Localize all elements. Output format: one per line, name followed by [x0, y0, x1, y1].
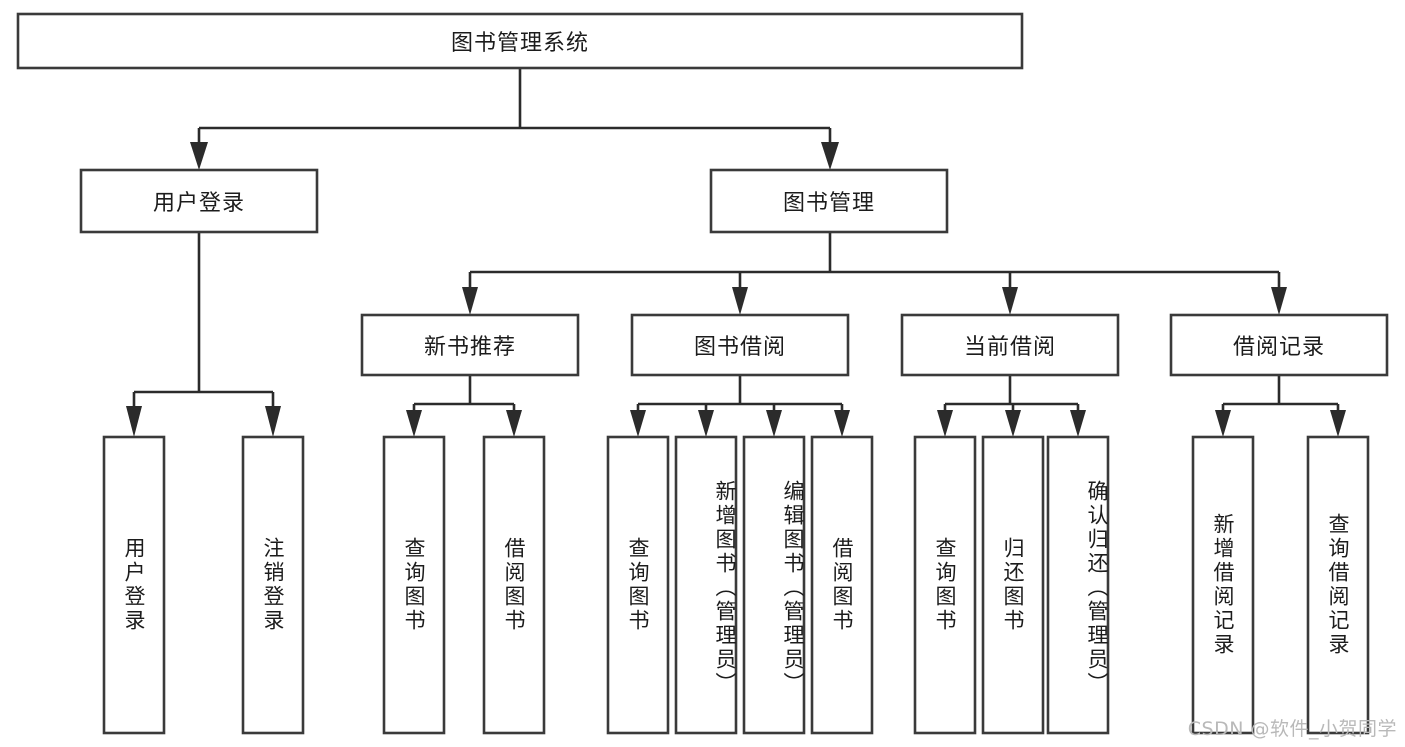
arrow-to-leaf-11: [1070, 410, 1086, 437]
node-leaf-6[interactable]: [674, 435, 738, 735]
arrow-to-newbook: [462, 287, 478, 315]
node-leaf-3[interactable]: [382, 435, 446, 735]
arrow-to-leaf-7: [766, 410, 782, 437]
node-records[interactable]: [1169, 313, 1389, 377]
arrow-to-current: [1002, 287, 1018, 315]
arrow-to-leaf-6: [698, 410, 714, 437]
arrow-to-leaf-2: [265, 406, 281, 437]
arrow-to-bookmgmt: [821, 142, 839, 170]
arrow-to-leaf-9: [937, 410, 953, 437]
node-leaf-5[interactable]: [606, 435, 670, 735]
connector-layer: [126, 68, 1346, 437]
node-leaf-13[interactable]: [1306, 435, 1370, 735]
arrow-to-leaf-8: [834, 410, 850, 437]
node-layer: [16, 12, 1389, 735]
arrow-to-leaf-10: [1005, 410, 1021, 437]
arrow-to-borrow: [732, 287, 748, 315]
node-bookmgmt[interactable]: [709, 168, 949, 234]
arrow-to-login: [190, 142, 208, 170]
node-leaf-10[interactable]: [981, 435, 1045, 735]
arrow-to-leaf-3: [406, 410, 422, 437]
arrow-to-leaf-13: [1330, 410, 1346, 437]
node-root[interactable]: [16, 12, 1024, 70]
node-leaf-7[interactable]: [742, 435, 806, 735]
arrow-to-leaf-5: [630, 410, 646, 437]
node-borrow[interactable]: [630, 313, 850, 377]
node-leaf-4[interactable]: [482, 435, 546, 735]
arrow-to-records: [1271, 287, 1287, 315]
node-leaf-1[interactable]: [102, 435, 166, 735]
node-current[interactable]: [900, 313, 1120, 377]
node-leaf-11[interactable]: [1046, 435, 1110, 735]
arrow-to-leaf-1: [126, 406, 142, 437]
node-leaf-9[interactable]: [913, 435, 977, 735]
arrow-to-leaf-4: [506, 410, 522, 437]
node-leaf-12[interactable]: [1191, 435, 1255, 735]
arrow-to-leaf-12: [1215, 410, 1231, 437]
node-login[interactable]: [79, 168, 319, 234]
node-newbook[interactable]: [360, 313, 580, 377]
node-leaf-2[interactable]: [241, 435, 305, 735]
node-leaf-8[interactable]: [810, 435, 874, 735]
